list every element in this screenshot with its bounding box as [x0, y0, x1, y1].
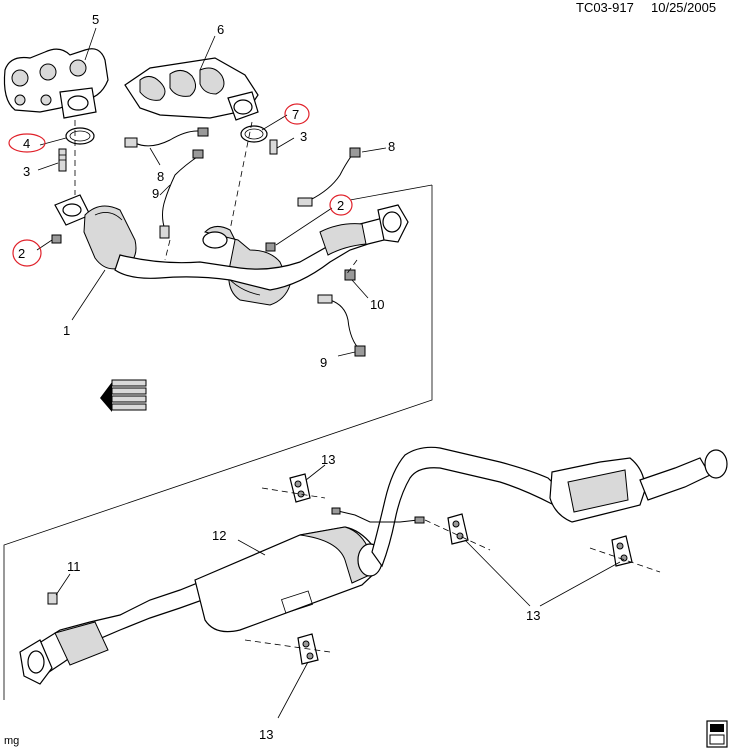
gasket-7-inner: [244, 128, 264, 140]
callout-9-upper: 9: [152, 186, 159, 201]
callout-3-right: 3: [300, 129, 307, 144]
rear-resonator: [549, 457, 646, 523]
upper-assembly-guides: [74, 120, 358, 276]
nut-2-right: [265, 242, 276, 252]
callout-13-bottom: 13: [259, 727, 273, 742]
gasket-7: [240, 125, 268, 143]
bolt-11: [47, 592, 58, 605]
callout-8-right: 8: [388, 139, 395, 154]
callout-4: 4: [23, 136, 30, 151]
tailpipe-tip: [639, 449, 728, 501]
upper-frame-lines: [3, 184, 433, 700]
oxygen-sensor-8-right: [297, 147, 361, 207]
drawing-id: TC03-917: [576, 0, 634, 15]
lower-assembly-guides: [244, 487, 661, 653]
oxygen-sensor-9-upper: [159, 149, 204, 239]
highlight-circles: [8, 103, 353, 267]
callout-11: 11: [67, 559, 81, 574]
vehicle-front-arrow-icon: [100, 379, 147, 412]
y-pipe-outlet-flange: [377, 204, 409, 243]
y-pipe-1: [114, 217, 393, 291]
callout-9-lower: 9: [320, 355, 327, 370]
stud-3-left: [58, 148, 67, 172]
hanger-insulator-13-top: [289, 473, 311, 503]
callout-1: 1: [63, 323, 70, 338]
hanger-insulator-13-mid: [447, 513, 469, 545]
callout-12: 12: [212, 528, 226, 543]
callout-labels: 5 6 4 3 2 7 3 8 9 8 2 10 9 1 13 12 11 13…: [18, 12, 540, 742]
callout-2-left: 2: [18, 246, 25, 261]
oxygen-sensor-8-left: [124, 127, 209, 148]
nut-10: [344, 269, 356, 281]
callout-10: 10: [370, 297, 384, 312]
callout-6: 6: [217, 22, 224, 37]
callout-5: 5: [92, 12, 99, 27]
footer-mark: mg: [4, 735, 19, 747]
callout-7: 7: [292, 107, 299, 122]
hanger-rod: [331, 507, 425, 524]
callout-13-top: 13: [321, 452, 335, 467]
right-exhaust-manifold: [124, 57, 259, 121]
stud-3-right: [269, 139, 278, 155]
callout-8-left: 8: [157, 169, 164, 184]
leader-lines: [36, 27, 621, 719]
front-flange: [19, 639, 53, 685]
left-exhaust-manifold: [3, 48, 109, 119]
drawing-date: 10/25/2005: [651, 0, 716, 15]
callout-13-mid: 13: [526, 608, 540, 623]
nut-2-left: [51, 234, 62, 244]
gasket-4-inner: [69, 130, 91, 142]
intermediate-pipe: [371, 446, 561, 568]
left-catalytic-converter: [54, 194, 137, 270]
callout-3-left: 3: [23, 164, 30, 179]
gm-logo-icon: [706, 720, 728, 748]
oxygen-sensor-9-lower: [317, 294, 366, 357]
callout-2-right: 2: [337, 198, 344, 213]
